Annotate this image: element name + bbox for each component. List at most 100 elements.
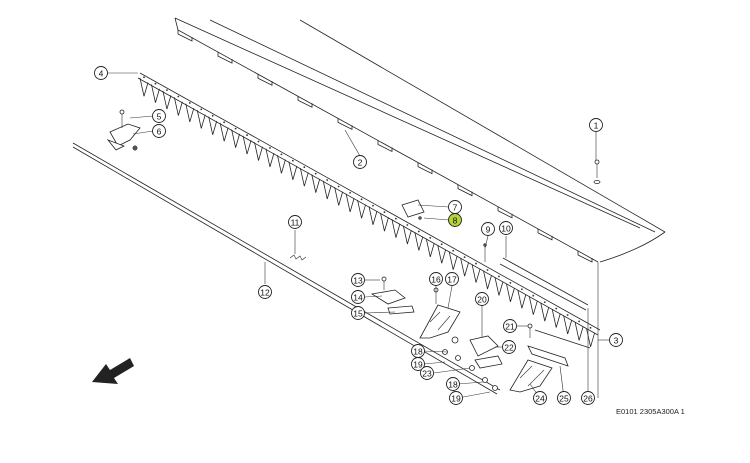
callout-5[interactable]: 5 [152,109,166,123]
callout-4[interactable]: 4 [94,66,108,80]
knife-tooth [540,302,550,322]
cover-tabs [177,30,593,263]
callout-9[interactable]: 9 [481,222,495,236]
knife-tooth [208,116,218,135]
callout-13[interactable]: 13 [351,273,365,287]
callout-number: 17 [447,275,457,285]
callout-circle [351,306,365,320]
callout-11[interactable]: 11 [288,215,302,229]
cover-tab [177,30,193,42]
callout-26[interactable]: 26 [581,391,595,405]
cover-tab [337,118,353,131]
callout-number: 9 [486,225,491,235]
callout-14[interactable]: 14 [351,290,365,304]
rivet-dot [520,288,523,291]
knife-tooth [139,77,149,97]
callout-circle [429,272,443,286]
callout-18b[interactable]: 18 [446,377,460,391]
rivet-dot [360,198,363,201]
knife-tooth [299,167,309,187]
callout-circle [499,221,513,235]
callout-17[interactable]: 17 [445,272,459,286]
knife-tooth [380,212,389,232]
callout-number: 2 [358,158,363,168]
knife-tooth [196,110,206,129]
callout-18a[interactable]: 18 [411,344,425,358]
knife-tooth [460,257,469,277]
knife-rod [72,142,501,395]
callout-19b[interactable]: 19 [449,391,463,405]
callout-circle [589,118,603,132]
knife-tooth [231,129,240,148]
callout-circle [446,377,460,391]
callout-25[interactable]: 25 [557,391,571,405]
callout-number: 20 [477,295,487,305]
callout-16[interactable]: 16 [429,272,443,286]
knife-tooth [448,251,458,270]
knife-tooth [265,148,275,168]
cover-tab [217,52,233,64]
cover-tab [257,74,273,86]
callout-circle [445,272,459,286]
knife-tooth [402,225,412,245]
knife-tooth [391,219,401,238]
rivet-dot [543,301,546,304]
callout-20[interactable]: 20 [475,292,489,306]
knife-bar [137,72,601,347]
rivet-dot [532,294,535,297]
knife-tooth [437,244,447,264]
callout-circle [533,391,547,405]
rivet-dot [200,108,203,111]
rivet-dot [463,256,466,259]
callout-circle [258,285,272,299]
callout-22[interactable]: 22 [502,340,516,354]
callout-circle [420,366,434,380]
callout-23[interactable]: 23 [420,366,434,380]
knife-tooth [506,283,515,302]
knife-tooth [517,289,527,309]
callout-number: 22 [504,343,514,353]
knife-tooth [345,193,355,213]
rivet-dot [211,114,214,117]
rivet-dot [589,326,592,329]
callout-number: 19 [451,394,461,404]
callout-number: 11 [291,218,300,228]
rivet-dot [291,159,294,162]
callout-number: 6 [157,127,162,137]
rivet-dot [280,153,283,156]
callout-number: 10 [501,224,511,234]
callout-number: 26 [583,394,593,404]
callout-number: 24 [535,394,545,404]
knife-teeth [139,76,595,347]
callout-7[interactable]: 7 [448,200,462,214]
callout-6[interactable]: 6 [152,124,166,138]
callout-2[interactable]: 2 [353,155,367,169]
callout-15[interactable]: 15 [351,306,365,320]
callout-10[interactable]: 10 [499,221,513,235]
knife-tooth [368,206,378,225]
rivet-dot [498,275,500,278]
callout-8[interactable]: 8 [448,213,462,227]
rivet-dot [578,320,581,323]
reference-code: E0101 2305A300A 1 [616,407,685,416]
rivet-dot [555,307,558,310]
knife-tooth [551,309,561,328]
knife-tooth [483,270,492,290]
callout-number: 5 [157,112,162,122]
callout-3[interactable]: 3 [609,333,623,347]
callout-24[interactable]: 24 [533,391,547,405]
callout-21[interactable]: 21 [503,319,517,333]
callout-circle [448,213,462,227]
callout-number: 21 [505,322,515,332]
knife-tooth [173,97,183,116]
callout-12[interactable]: 12 [258,285,272,299]
rivet-dot [349,191,352,194]
direction-arrow-icon [92,358,134,384]
callout-circle [449,391,463,405]
callout-19a[interactable]: 19 [411,357,425,371]
rivet-dot [234,127,237,130]
knife-tooth [311,174,321,193]
callout-1[interactable]: 1 [589,118,603,132]
